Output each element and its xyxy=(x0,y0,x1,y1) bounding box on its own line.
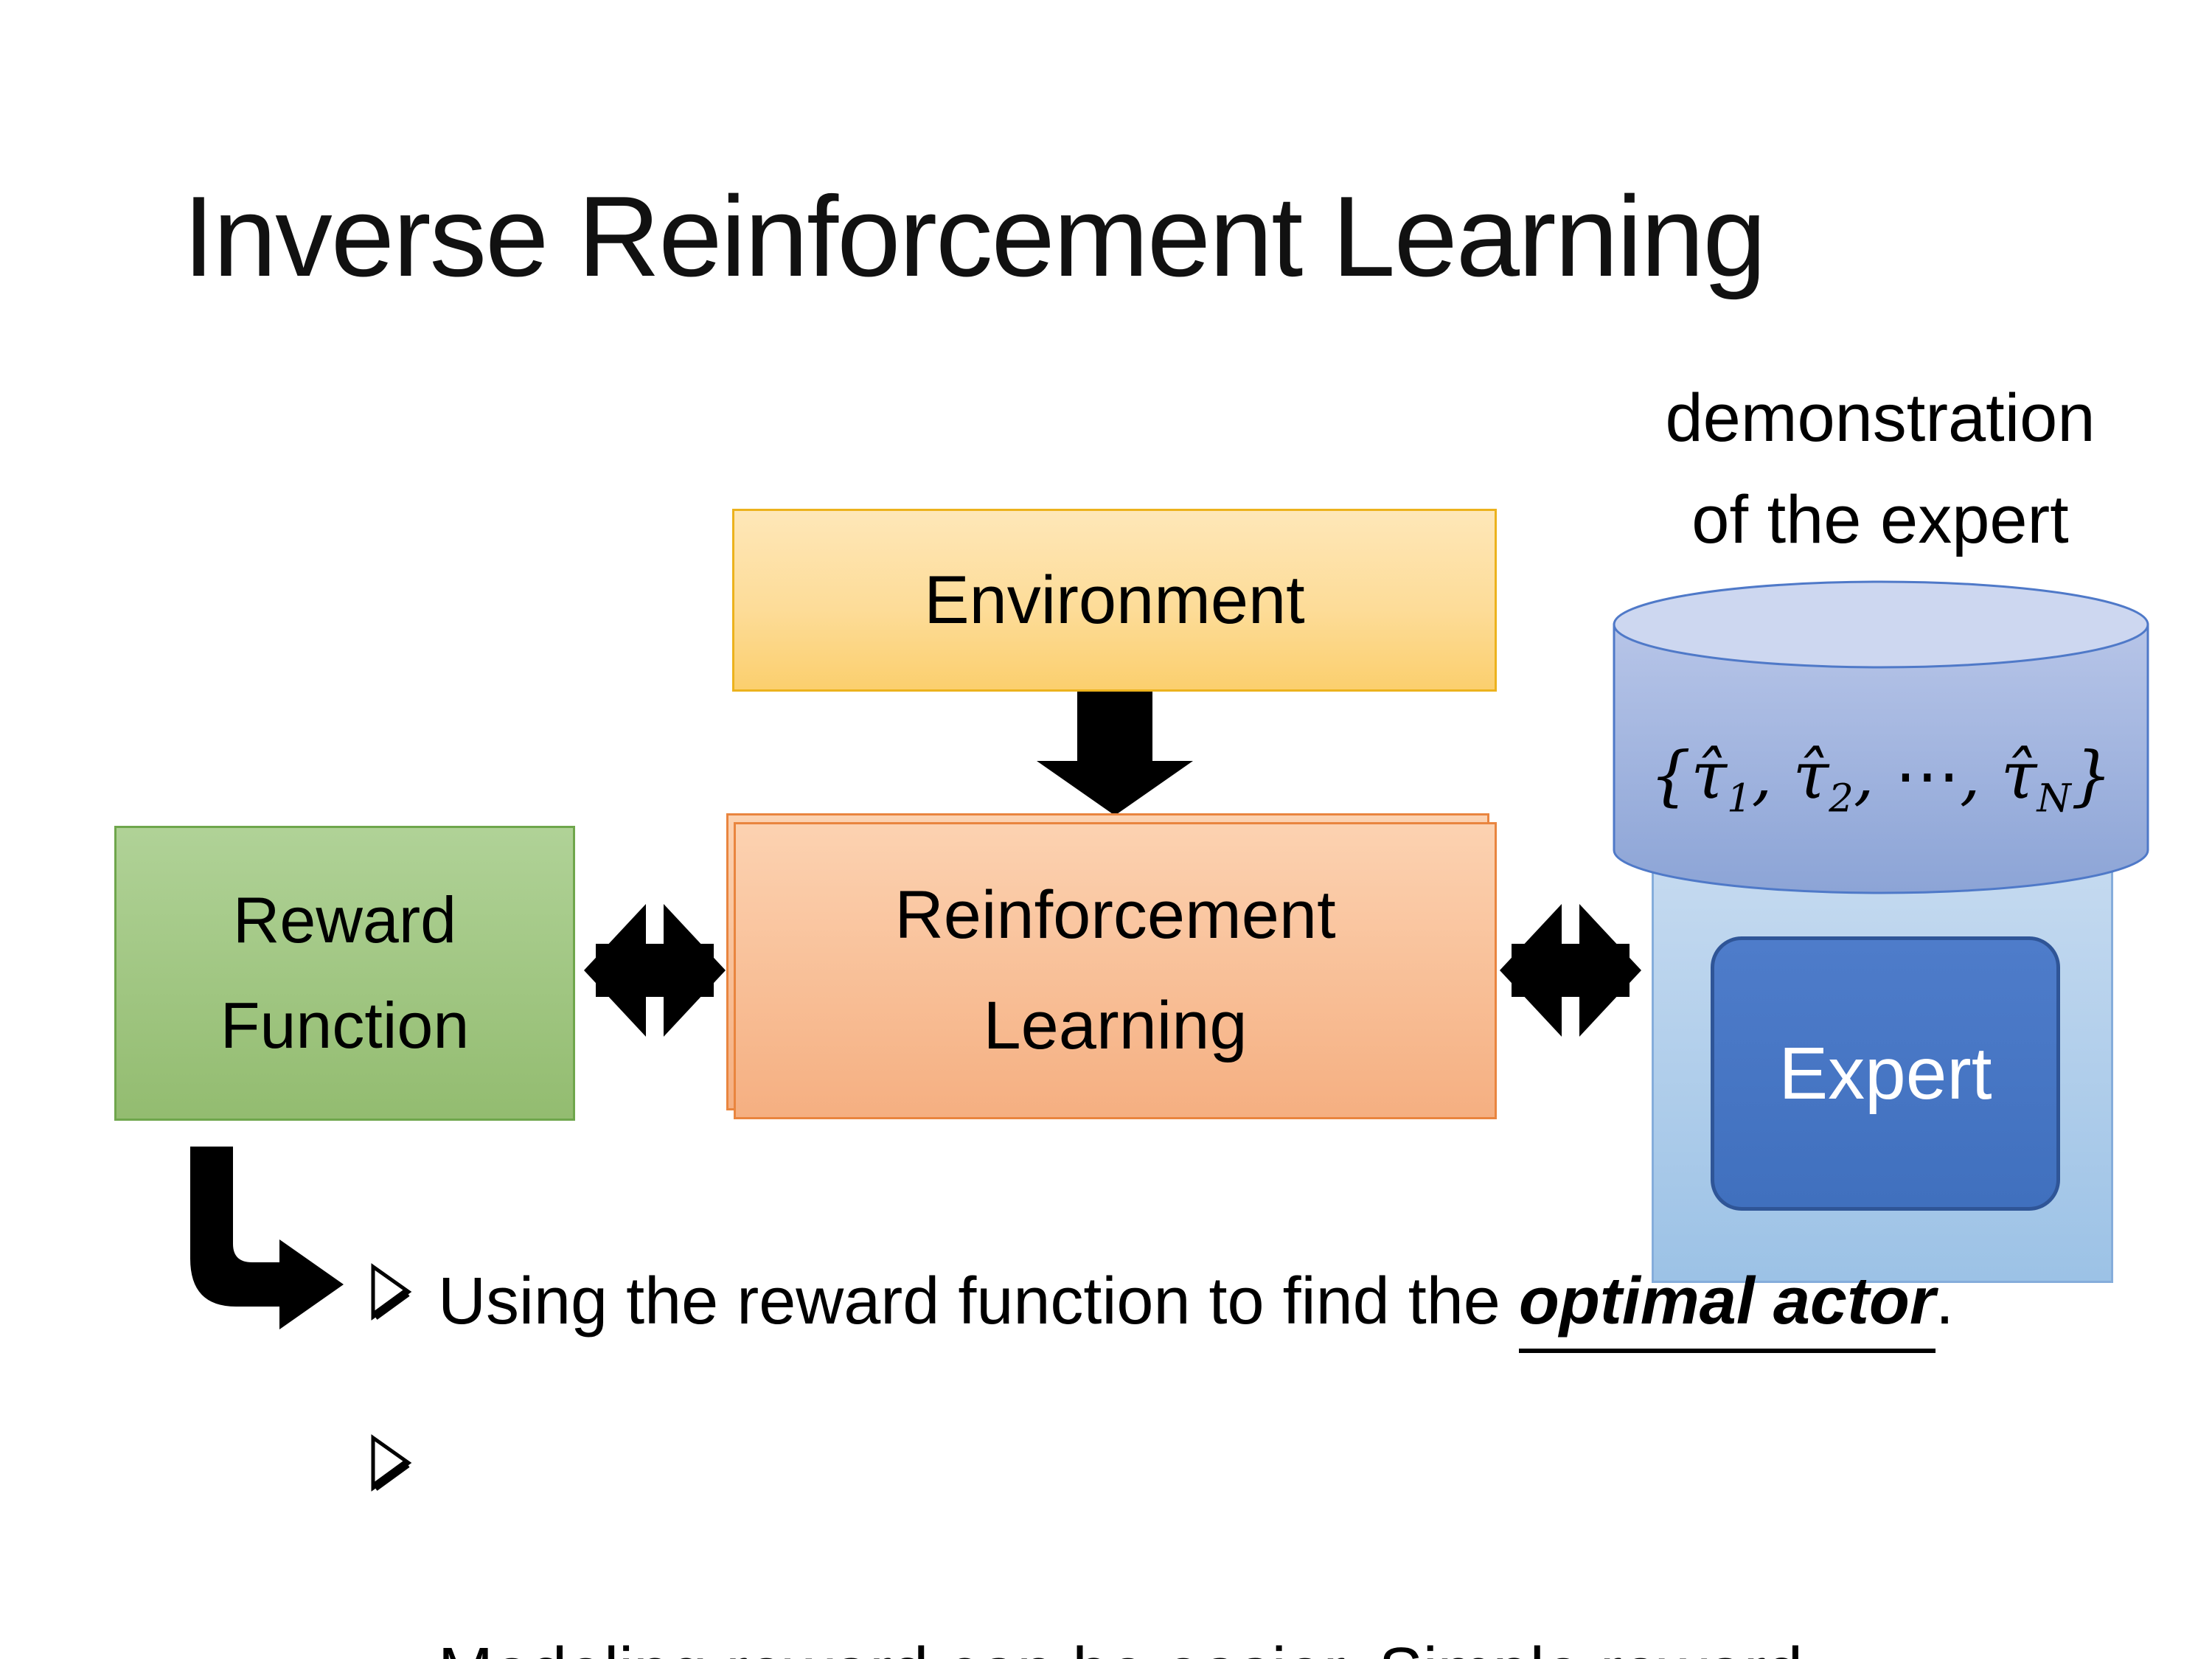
formula-tau-1: τ̂ xyxy=(1691,737,1728,813)
reinforcement-learning-label-line1: Reinforcement xyxy=(894,877,1336,953)
trajectory-set-formula: {τ̂1, τ̂2, ⋯, τ̂N} xyxy=(1612,737,2150,818)
double-arrow-right-icon xyxy=(1500,904,1641,1037)
arrowhead-bullet-icon xyxy=(371,1263,412,1321)
reward-function-label-line2: Function xyxy=(220,989,470,1062)
bullet-1-prefix: Using the reward function to find the xyxy=(438,1265,1519,1338)
formula-cdots: ⋯ xyxy=(1894,737,1960,813)
bullet-1-emphasis: optimal actor xyxy=(1518,1265,1935,1353)
bullet-2-text: Modeling reward can be easier. Simple re… xyxy=(438,1423,1803,1659)
formula-separator: , xyxy=(1751,737,1793,813)
database-cylinder-icon xyxy=(1613,580,2149,894)
bullet-item-2: Modeling reward can be easier. Simple re… xyxy=(369,1423,1803,1659)
formula-sub-2: 2 xyxy=(1829,776,1854,821)
bullet-1-text: Using the reward function to find the op… xyxy=(438,1252,1954,1353)
formula-open-brace: { xyxy=(1649,737,1691,813)
reinforcement-learning-label-line2: Learning xyxy=(983,987,1248,1063)
arrowhead-bullet-icon xyxy=(371,1434,412,1492)
reward-function-label-line1: Reward xyxy=(232,883,457,957)
demonstration-label-line1: demonstration xyxy=(1665,380,2096,456)
bullet-2-line1: Modeling reward can be easier. Simple re… xyxy=(438,1622,1803,1659)
formula-separator: , xyxy=(1853,737,1895,813)
demonstration-label: demonstration of the expert xyxy=(1585,367,2175,571)
page-title: Inverse Reinforcement Learning xyxy=(183,173,1767,300)
bent-arrow-icon xyxy=(190,1147,344,1329)
reinforcement-learning-box: Reinforcement Learning xyxy=(734,822,1497,1119)
environment-label: Environment xyxy=(924,562,1305,638)
reward-function-box: Reward Function xyxy=(114,826,575,1121)
reward-function-label: Reward Function xyxy=(220,868,470,1078)
formula-sub-n: N xyxy=(2037,776,2071,821)
formula-separator: , xyxy=(1959,737,2001,813)
expert-box: Expert xyxy=(1711,936,2060,1211)
double-arrow-left-icon xyxy=(584,904,726,1037)
demonstration-label-line2: of the expert xyxy=(1691,482,2069,557)
environment-box: Environment xyxy=(732,509,1497,692)
down-arrow-icon xyxy=(1037,692,1193,815)
formula-sub-1: 1 xyxy=(1727,776,1752,821)
formula-tau-2: τ̂ xyxy=(1792,737,1829,813)
reinforcement-learning-label: Reinforcement Learning xyxy=(894,860,1335,1080)
formula-tau-n: τ̂ xyxy=(2000,737,2037,813)
bullet-item-1: Using the reward function to find the op… xyxy=(369,1252,1954,1353)
bullet-1-suffix: . xyxy=(1935,1265,1954,1338)
expert-label: Expert xyxy=(1778,1032,1992,1115)
formula-close-brace: } xyxy=(2070,737,2112,813)
